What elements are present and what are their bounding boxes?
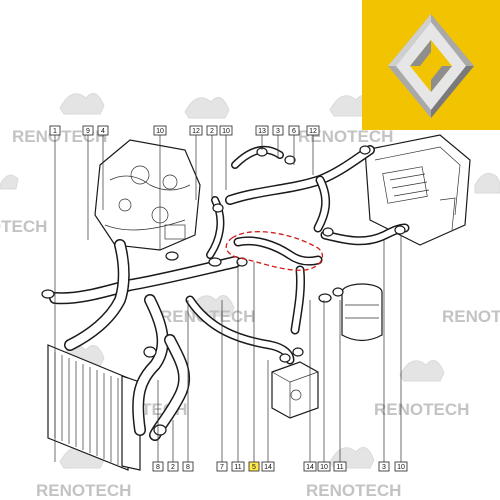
svg-text:8: 8 [156,464,160,471]
callout-label: 12 [306,125,320,136]
svg-text:8: 8 [186,464,190,471]
callout-label: 8 [182,461,194,472]
watermark-text: RENOTECH [36,481,131,500]
callout-label: 6 [288,125,300,136]
svg-text:2: 2 [210,128,214,135]
highlight-marker [225,231,323,271]
svg-text:3: 3 [276,128,280,135]
callout-bottom-row: 8 2 8 7 11 5 14 14 10 11 3 10 [152,461,408,472]
svg-text:9: 9 [86,128,90,135]
callout-label: 10 [394,461,408,472]
radiator [47,344,141,471]
svg-text:2: 2 [171,464,175,471]
svg-text:5: 5 [252,464,256,471]
svg-text:10: 10 [397,464,405,471]
hose-clamps [41,145,406,436]
callout-label: 14 [261,461,275,472]
callout-label: 8 [152,461,164,472]
callout-label: 2 [167,461,179,472]
svg-text:4: 4 [101,128,105,135]
callout-label: 11 [333,461,347,472]
callout-label: 3 [272,125,284,136]
engine-block [94,139,201,251]
svg-text:14: 14 [264,464,272,471]
svg-text:10: 10 [156,128,164,135]
watermark-text: RENOTECH [0,217,47,236]
svg-text:11: 11 [234,464,241,471]
callout-label: 13 [255,125,269,136]
svg-text:13: 13 [258,128,266,135]
thermostat-housing [271,361,319,419]
callout-label: 14 [303,461,317,472]
svg-text:7: 7 [220,464,224,471]
svg-text:6: 6 [292,128,296,135]
svg-text:3: 3 [382,464,386,471]
heater-box [364,134,471,246]
svg-text:10: 10 [222,128,230,135]
watermark-text: RENOTECH [374,400,469,419]
svg-text:12: 12 [192,128,200,135]
callout-label: 4 [97,125,109,136]
leader-lines [54,134,402,462]
svg-text:12: 12 [309,128,317,135]
svg-text:10: 10 [320,464,328,471]
callout-label: 2 [206,125,218,136]
callout-label: 1 [49,125,61,136]
renault-diamond-logo [388,14,474,118]
callout-label: 10 [219,125,233,136]
watermark-text: RENOTECH [298,127,393,146]
svg-text:1: 1 [53,128,57,135]
expansion-tank [341,283,383,342]
callout-label-highlighted: 5 [248,461,260,472]
callout-label: 11 [231,461,245,472]
svg-text:11: 11 [336,464,343,471]
brand-logo [362,0,500,130]
callout-label: 7 [216,461,228,472]
watermark-text: RENOTECH [442,307,500,326]
callout-label: 12 [189,125,203,136]
callout-label: 3 [378,461,390,472]
watermark-group: RENOTECH RENOTECH RENOTECH RENOTECH RENO… [0,93,500,500]
callout-label: 10 [317,461,331,472]
callout-label: 10 [153,125,167,136]
watermark-text: RENOTECH [306,481,401,500]
callout-top-row: 1 9 4 10 12 2 10 13 3 6 12 [49,125,320,136]
watermark-logo-icon [0,93,500,469]
svg-text:14: 14 [306,464,314,471]
callout-label: 9 [82,125,94,136]
